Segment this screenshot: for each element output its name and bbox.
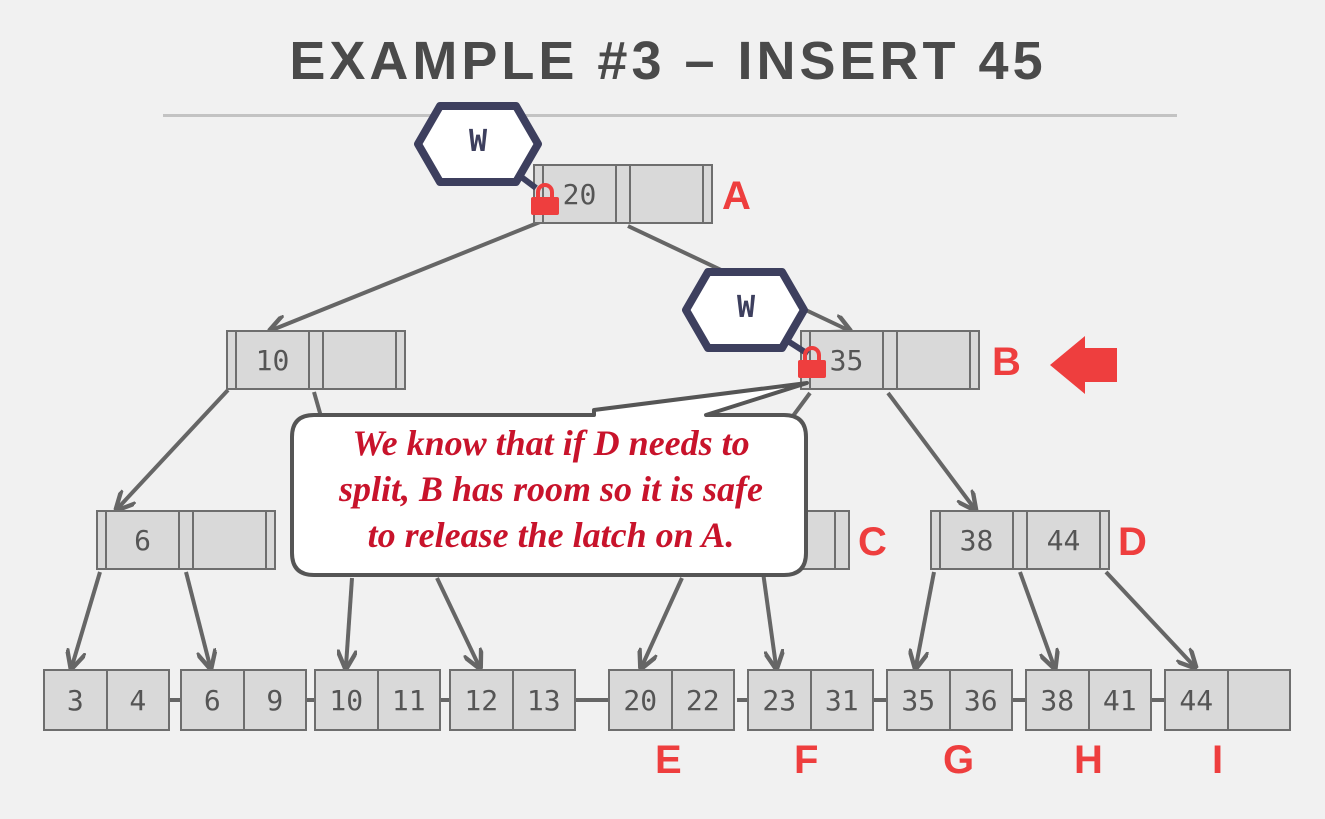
node-6-key-1: 6 [134, 523, 151, 557]
leaf-key: 22 [672, 669, 735, 731]
node-10-key-1: 10 [255, 343, 290, 377]
leaf-node-f: 23 31 [747, 669, 874, 731]
callout-line: to release the latch on A. [367, 515, 735, 555]
edge-to-leaf3 [346, 577, 352, 666]
leaf-key: 23 [747, 669, 812, 731]
write-latch-hexagon-b [682, 268, 808, 352]
leaf-node: 6 9 [180, 669, 307, 731]
lock-icon [531, 183, 559, 215]
callout-line: split, B has room so it is safe [338, 469, 764, 509]
leaf-key: 11 [378, 669, 441, 731]
edge-6-to-leaf1 [72, 571, 102, 666]
edge-left-to-6 [118, 388, 230, 508]
edge-b-to-d [886, 391, 974, 508]
label-a: A [722, 174, 751, 218]
leaf-node-h: 38 41 [1025, 669, 1152, 731]
label-d: D [1118, 520, 1147, 564]
label-g: G [943, 738, 975, 782]
node-b-key-1: 35 [829, 343, 864, 377]
latch-label-b: W [736, 290, 756, 325]
leaf-key: 36 [950, 669, 1013, 731]
callout-line: We know that if D needs to [352, 423, 750, 463]
lock-icon [798, 346, 826, 378]
leaf-key: 13 [513, 669, 576, 731]
leaf-node: 12 13 [449, 669, 576, 731]
leaf-key: 6 [180, 669, 245, 731]
node-a-key-1: 20 [562, 177, 597, 211]
label-c: C [858, 520, 887, 564]
edge-c-to-leafF [761, 571, 776, 666]
write-latch-hexagon-a [414, 102, 542, 186]
edge-d-to-leafI [1104, 570, 1194, 666]
leaf-key: 41 [1089, 669, 1152, 731]
leaf-node-i: 44 [1164, 669, 1291, 731]
label-f: F [794, 738, 819, 782]
leaf-key [1228, 669, 1291, 731]
edge-to-leaf4 [435, 577, 479, 666]
leaf-key: 20 [608, 669, 673, 731]
node-10: 10 [226, 330, 406, 390]
edge-a-to-left [272, 220, 541, 330]
label-e: E [655, 738, 682, 782]
leaf-key: 4 [107, 669, 170, 731]
leaf-node-e: 20 22 [608, 669, 735, 731]
slide-title: EXAMPLE #3 – INSERT 45 [289, 31, 1047, 91]
label-b: B [992, 340, 1021, 384]
leaf-key: 44 [1164, 669, 1229, 731]
callout-text: We know that if D needs to split, B has … [296, 420, 806, 558]
node-d-key-1: 38 [959, 523, 994, 557]
node-a: 20 [533, 164, 713, 224]
edge-d-to-leafG [916, 571, 936, 666]
node-6: 6 [96, 510, 276, 570]
edge-c-to-leafE [642, 577, 684, 666]
node-b: 35 [800, 330, 980, 390]
node-d: 38 44 [930, 510, 1110, 570]
leaf-key: 35 [886, 669, 951, 731]
title-rule [163, 114, 1177, 117]
edge-6-to-leaf2 [184, 571, 210, 666]
latch-label-a: W [468, 124, 488, 159]
edge-d-to-leafH [1018, 571, 1054, 666]
node-d-key-2: 44 [1046, 523, 1081, 557]
leaf-key: 12 [449, 669, 514, 731]
leaf-node-g: 35 36 [886, 669, 1013, 731]
leaf-key: 3 [43, 669, 108, 731]
label-h: H [1074, 738, 1103, 782]
label-i: I [1212, 738, 1224, 782]
leaf-key: 9 [244, 669, 307, 731]
leaf-node: 3 4 [43, 669, 170, 731]
leaf-key: 31 [811, 669, 874, 731]
leaf-key: 10 [314, 669, 379, 731]
leaf-key: 38 [1025, 669, 1090, 731]
leaf-node: 10 11 [314, 669, 441, 731]
